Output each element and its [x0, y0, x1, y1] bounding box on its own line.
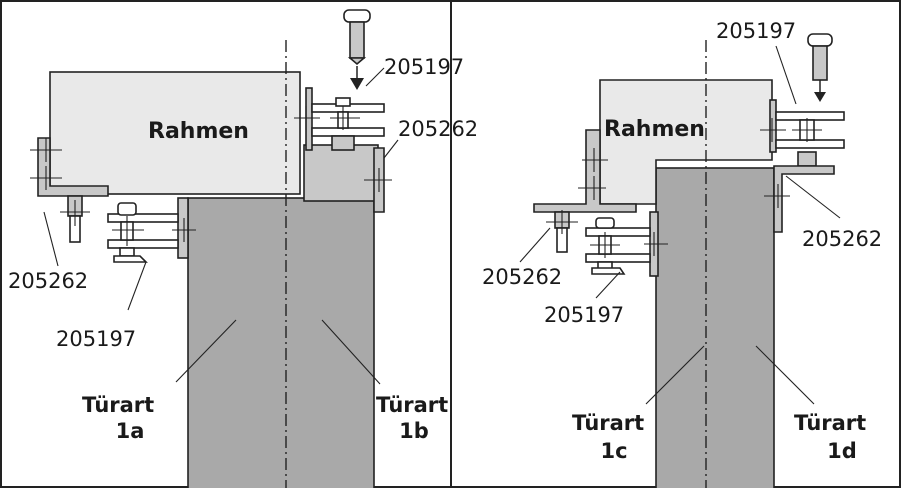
part-label-bracket-bottom-right: 205262	[482, 265, 562, 289]
door-type-1d-line2: 1d	[827, 439, 857, 463]
insert-arrow-icon-right	[814, 92, 826, 102]
leader-lines-left	[43, 67, 399, 385]
frame-label-right: Rahmen	[604, 117, 705, 142]
door-type-1b-line2: 1b	[399, 419, 429, 443]
part-label-pin-top-right: 205197	[716, 19, 796, 43]
insert-screw-left	[343, 9, 371, 90]
door-type-1a-line2: 1a	[116, 419, 145, 443]
door-leaf-left	[187, 197, 375, 488]
frame-bracket-right-a	[533, 129, 637, 213]
door-type-1c-line2: 1c	[600, 439, 627, 463]
crosshair-marks-right	[546, 118, 822, 258]
right-panel: Rahmen 205197 205262 205262 205197 Türar…	[482, 19, 882, 488]
hinge-assembly-bottom-left	[107, 197, 189, 263]
frame-label-left: Rahmen	[148, 119, 249, 144]
insert-arrow-icon-left	[350, 78, 364, 90]
frame-box-left	[49, 71, 301, 195]
door-type-1d-line1: Türart	[794, 411, 866, 435]
part-label-pin-bottom-right: 205197	[544, 303, 624, 327]
door-type-1c-line1: Türart	[572, 411, 644, 435]
door-type-1b-line1: Türart	[376, 393, 448, 417]
part-label-bracket-bottom-left: 205262	[8, 269, 88, 293]
part-label-bracket-top-left: 205262	[398, 117, 478, 141]
door-leaf-right	[655, 167, 775, 488]
part-label-bracket-top-right: 205262	[802, 227, 882, 251]
leader-lines-right	[519, 45, 841, 405]
crosshair-marks-left	[30, 106, 392, 246]
insert-screw-right	[807, 33, 833, 102]
frame-bracket-left	[37, 137, 109, 197]
door-top-block-left	[303, 144, 379, 202]
door-type-1a-line1: Türart	[82, 393, 154, 417]
part-label-pin-bottom-left: 205197	[56, 327, 136, 351]
left-panel: Rahmen 205197 205262 205262 205197 Türar…	[8, 9, 478, 488]
part-label-pin-top-left: 205197	[384, 55, 464, 79]
